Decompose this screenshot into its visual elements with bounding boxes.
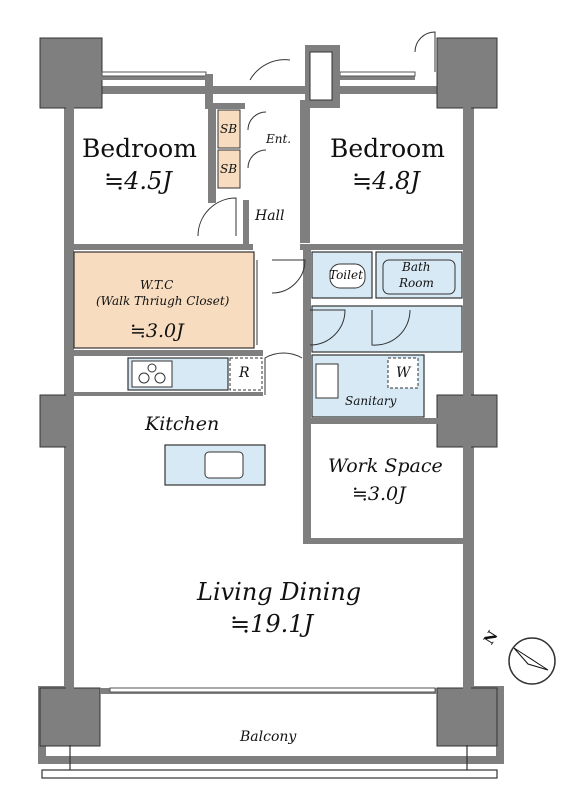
shoe-box-lower xyxy=(217,149,241,189)
sink xyxy=(204,451,244,479)
balcony-rail xyxy=(41,769,498,779)
sb-lower-label: SB xyxy=(220,162,238,176)
washer-label: W xyxy=(396,365,411,381)
living-dining-name: Living Dining xyxy=(197,578,362,606)
bedroom-right-size: ≒4.8J xyxy=(352,167,420,195)
bedroom-left-name: Bedroom xyxy=(82,134,197,163)
wtc-area xyxy=(73,251,255,349)
column-bottom-right xyxy=(436,687,498,747)
sb-upper-label: SB xyxy=(220,122,238,136)
column-top-right xyxy=(436,37,498,109)
wtc-subtitle: (Walk Thriugh Closet) xyxy=(96,294,230,308)
column-mid-left xyxy=(39,394,71,448)
column-top-left xyxy=(39,37,103,109)
work-space-name: Work Space xyxy=(328,455,443,477)
wtc-name: W.T.C xyxy=(140,278,174,292)
entrance-label: Ent. xyxy=(266,132,292,146)
sanitary-label: Sanitary xyxy=(345,394,397,408)
shoe-box-upper xyxy=(217,109,241,149)
stove xyxy=(131,360,173,388)
fridge-label: R xyxy=(239,365,250,381)
bath-label-line1: Bath xyxy=(402,260,431,274)
work-space-size: ≒3.0J xyxy=(352,483,406,505)
column-bottom-left xyxy=(39,687,101,747)
compass-icon xyxy=(508,637,556,685)
wtc-size: ≒3.0J xyxy=(130,320,184,342)
living-dining-size: ≒19.1J xyxy=(230,610,314,638)
hall-label: Hall xyxy=(255,208,285,224)
balcony-label: Balcony xyxy=(240,729,297,745)
door-swings xyxy=(197,31,436,395)
fridge-space xyxy=(229,357,263,391)
toilet-label: Toilet xyxy=(329,268,363,282)
bath-label-line2: Room xyxy=(399,276,434,290)
bedroom-left-size: ≒4.5J xyxy=(104,167,172,195)
bedroom-right-name: Bedroom xyxy=(330,134,445,163)
kitchen-label: Kitchen xyxy=(145,413,220,435)
